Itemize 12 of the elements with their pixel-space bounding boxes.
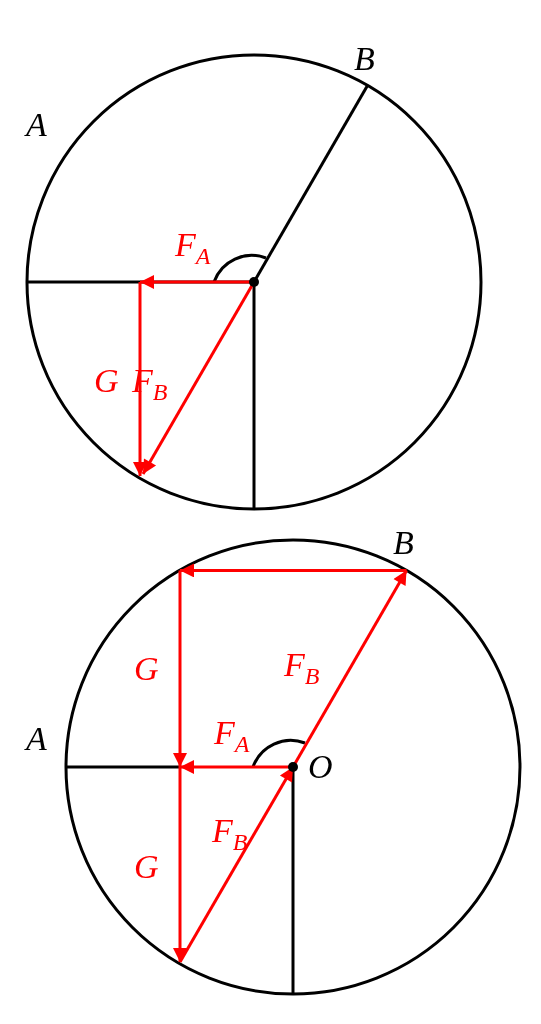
point-label: O [308,750,333,784]
point-label: A [26,722,47,756]
point-label: A [26,108,47,142]
force-label: G [94,364,119,398]
point-label: B [393,526,414,560]
force-label: G [134,652,159,686]
force-label: F$_{A}$ [175,228,211,268]
force-label: G [134,850,159,884]
force-label: F$_{A}$ [214,716,250,756]
force-label: F$_{B}$ [284,648,320,688]
point-label: B [354,42,375,76]
force-label: F$_{B}$ [212,814,248,854]
